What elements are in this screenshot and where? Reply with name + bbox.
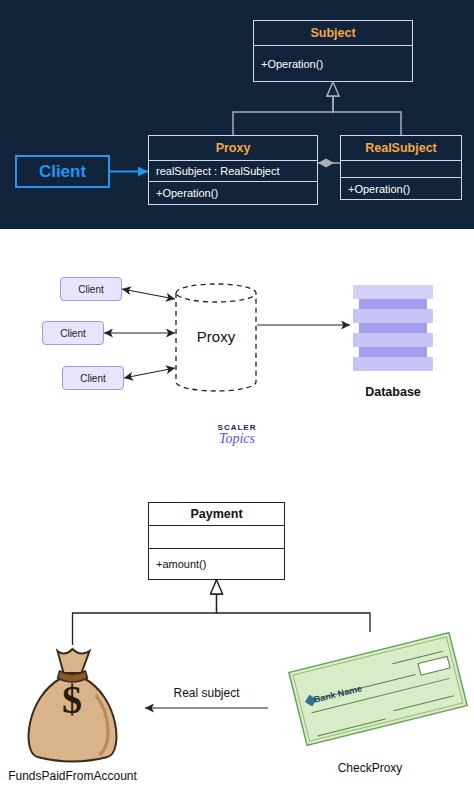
node-label: Database [350, 385, 436, 399]
check-outline [268, 632, 472, 775]
forward-arrow [257, 324, 350, 325]
dark-panel [0, 0, 474, 229]
class-name: Subject [254, 21, 412, 45]
money-bag-art [29, 649, 117, 762]
class-member: +Operation() [149, 181, 317, 204]
class-box: Payment +amount() [148, 502, 285, 580]
inheritance-line [233, 82, 333, 135]
check-illustration: CheckProxy [268, 632, 472, 775]
class-name: RealSubject [341, 136, 461, 160]
database-band [353, 285, 433, 299]
class-name: Payment [149, 503, 284, 525]
class-box: ProxyrealSubject : RealSubject+Operation… [148, 135, 318, 205]
node-label: CheckProxy [268, 761, 472, 775]
class-box: RealSubject +Operation() [340, 135, 462, 200]
database-band [359, 323, 427, 333]
node-label: Client [78, 284, 104, 295]
client-box: Client [60, 277, 122, 301]
inheritance-line [333, 82, 401, 135]
class-member: +amount() [149, 548, 284, 579]
database-band [359, 347, 427, 357]
node-label: Client [60, 328, 86, 339]
client-box: Client [15, 155, 110, 188]
class-member: +Operation() [341, 177, 461, 199]
bag-shade [96, 695, 109, 755]
node-label: FundsPaidFromAccount [0, 769, 145, 783]
logo-text: SCALER [200, 424, 274, 432]
logo-text: Topics [200, 432, 274, 446]
edge-label: Real subject [173, 686, 239, 700]
amount-box [418, 656, 450, 675]
bag-body [29, 678, 117, 762]
database-band [353, 309, 433, 323]
association-arrow [110, 171, 148, 173]
check-line [394, 696, 454, 711]
request-arrow [104, 332, 175, 333]
client-box: Client [62, 366, 124, 390]
empty-compartment [149, 525, 284, 548]
check-inner-border [293, 637, 463, 741]
check-paper [289, 633, 467, 746]
database-band [359, 299, 427, 309]
node-label: Client [80, 373, 106, 384]
empty-compartment [341, 160, 461, 177]
db-outline [350, 283, 436, 399]
check-line [318, 719, 386, 736]
node-label: Proxy [175, 328, 257, 345]
delegation-arrow [145, 707, 268, 708]
class-box: Subject+Operation() [253, 20, 413, 82]
proxy-cylinder: Proxy [175, 283, 257, 392]
node-label: Client [39, 162, 86, 182]
inheritance-line [217, 580, 371, 632]
inheritance-line [73, 580, 217, 645]
request-arrow [124, 368, 175, 378]
request-arrow [122, 289, 175, 299]
cylinder-outline [176, 284, 256, 391]
check-art [289, 633, 467, 746]
database-band [353, 357, 433, 371]
database-stack: Database [350, 283, 436, 399]
database-band [353, 333, 433, 347]
class-name: Proxy [149, 136, 317, 160]
class-member: realSubject : RealSubject [149, 160, 317, 181]
composition-line [318, 162, 340, 164]
client-box: Client [42, 321, 104, 345]
bag-top [58, 649, 90, 673]
dollar-sign: $ [50, 680, 94, 720]
class-member: +Operation() [254, 45, 412, 81]
